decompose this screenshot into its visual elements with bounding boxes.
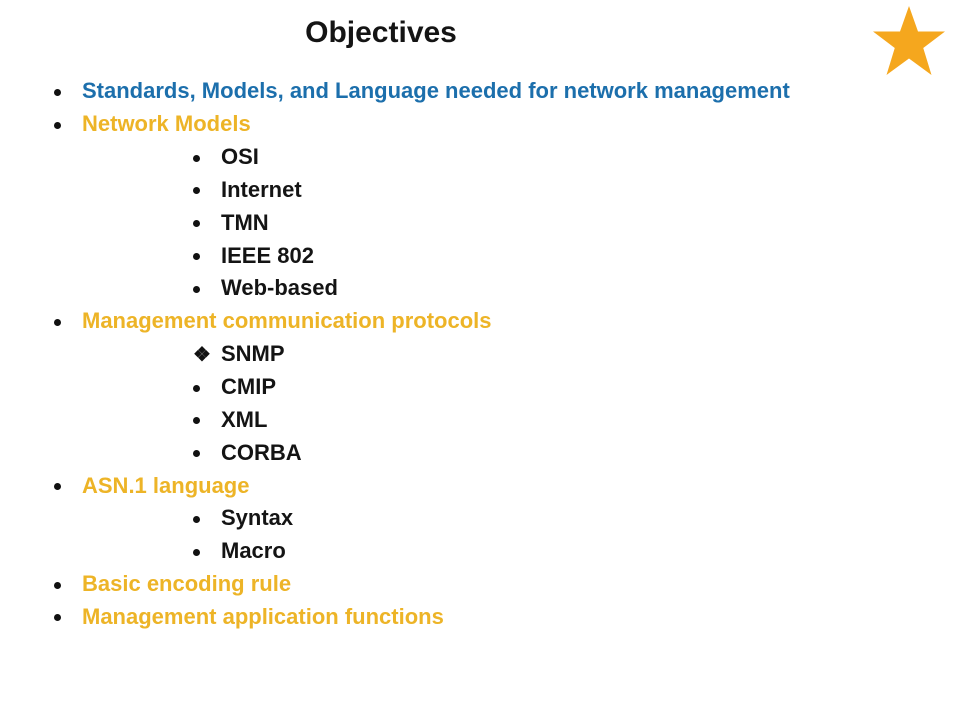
list-item-label: Macro	[221, 538, 286, 564]
list-item: ❖ SNMP	[0, 338, 960, 371]
list-item-label: TMN	[221, 209, 269, 235]
list-item: XML	[0, 403, 960, 436]
list-item-label: Web-based	[221, 275, 338, 301]
dot-glyph	[193, 154, 200, 162]
list-item: TMN	[0, 206, 960, 239]
list-item: Management application functions	[0, 601, 960, 634]
dot-glyph	[54, 614, 61, 622]
list-item-label: Internet	[221, 176, 302, 202]
list-item-label: Basic encoding rule	[82, 571, 292, 597]
list-item: Management communication protocols	[0, 305, 960, 338]
dot-bullet-icon	[193, 218, 221, 228]
bullet-list: Standards, Models, and Language needed f…	[0, 75, 960, 633]
list-item: Macro	[0, 535, 960, 568]
list-item-label: Network Models	[82, 111, 251, 137]
dot-glyph	[193, 515, 200, 523]
dot-bullet-icon	[193, 153, 221, 162]
dot-glyph	[54, 483, 61, 491]
list-item-label: CMIP	[221, 374, 276, 400]
dot-glyph	[193, 253, 200, 261]
list-item-label: SNMP	[221, 341, 285, 367]
list-item-label: OSI	[221, 144, 259, 170]
dot-bullet-icon	[54, 120, 82, 129]
dot-bullet-icon	[54, 580, 82, 589]
dot-bullet-icon	[193, 383, 221, 392]
dot-glyph	[54, 318, 61, 326]
dot-glyph	[54, 88, 61, 96]
dot-bullet-icon	[54, 317, 82, 326]
list-item-label: CORBA	[221, 439, 302, 465]
list-item-label: ASN.1 language	[82, 472, 250, 498]
dot-bullet-icon	[193, 251, 221, 261]
list-item: Network Models	[0, 108, 960, 141]
list-item: OSI	[0, 141, 960, 174]
dot-bullet-icon	[54, 481, 82, 491]
list-item-label: IEEE 802	[221, 242, 314, 268]
list-item: Web-based	[0, 272, 960, 305]
dot-bullet-icon	[193, 415, 221, 425]
slide-title: Objectives	[305, 16, 457, 49]
dot-glyph	[193, 285, 200, 293]
list-item: ASN.1 language	[0, 469, 960, 502]
list-item-label: XML	[221, 406, 268, 432]
list-item: Basic encoding rule	[0, 568, 960, 601]
list-item: Syntax	[0, 502, 960, 535]
list-item: CMIP	[0, 371, 960, 404]
dot-bullet-icon	[193, 547, 221, 556]
list-item: Standards, Models, and Language needed f…	[0, 75, 960, 108]
list-item: Internet	[0, 174, 960, 207]
list-item: CORBA	[0, 436, 960, 469]
dot-bullet-icon	[193, 284, 221, 293]
dot-bullet-icon	[193, 514, 221, 523]
dot-bullet-icon	[54, 87, 82, 96]
star-icon	[873, 6, 945, 75]
dot-bullet-icon	[193, 185, 221, 195]
list-item-label: Management communication protocols	[82, 308, 492, 334]
dot-glyph	[54, 121, 61, 129]
dot-glyph	[193, 220, 200, 228]
list-item-label: Syntax	[221, 505, 294, 531]
dot-glyph	[54, 581, 61, 589]
dot-glyph	[193, 450, 200, 458]
list-item: IEEE 802	[0, 239, 960, 272]
dot-bullet-icon	[54, 612, 82, 622]
diamond-bullet-icon: ❖	[193, 344, 221, 365]
list-item-label: Management application functions	[82, 603, 444, 629]
dot-glyph	[193, 187, 200, 195]
dot-glyph	[193, 384, 200, 392]
list-item-label: Standards, Models, and Language needed f…	[82, 78, 790, 104]
dot-bullet-icon	[193, 448, 221, 458]
diamond-glyph: ❖	[193, 343, 211, 366]
dot-glyph	[193, 548, 200, 556]
dot-glyph	[193, 417, 200, 425]
